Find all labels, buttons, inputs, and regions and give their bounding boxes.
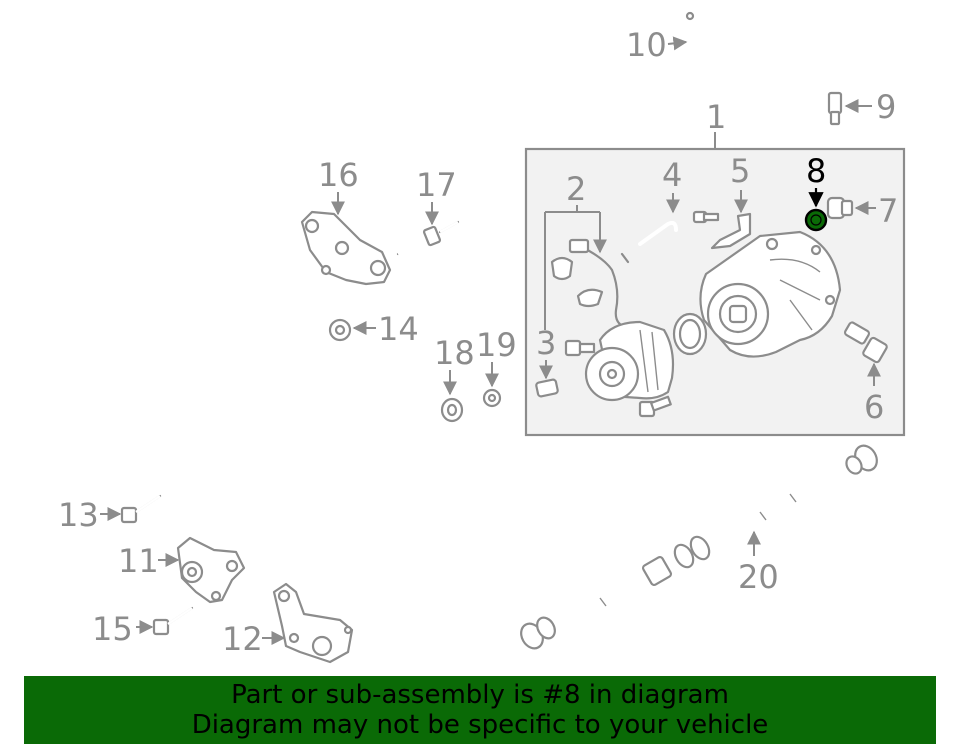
part-18-washer[interactable] — [440, 397, 464, 423]
callout-12: 12 — [222, 620, 263, 658]
part-19-nut[interactable] — [482, 388, 502, 408]
part-15-bolt[interactable] — [152, 606, 194, 636]
callout-14: 14 — [378, 310, 419, 348]
part-13-bolt[interactable] — [120, 494, 162, 524]
part-6-sensor[interactable] — [843, 321, 888, 364]
part-2-wiring-harness[interactable] — [550, 238, 632, 330]
part-16-mount-bracket[interactable] — [300, 210, 392, 286]
part-14-nut[interactable] — [328, 318, 352, 342]
info-banner: Part or sub-assembly is #8 in diagram Di… — [24, 676, 936, 744]
part-rear-drive-motor[interactable] — [584, 320, 675, 402]
callout-20: 20 — [738, 558, 779, 596]
banner-line-2: Diagram may not be specific to your vehi… — [191, 710, 769, 740]
part-4-hose[interactable] — [638, 220, 678, 246]
part-10-breather-hose[interactable] — [685, 11, 800, 139]
part-7-plug[interactable] — [826, 196, 854, 220]
part-20-propeller-shaft[interactable] — [517, 442, 881, 653]
part-9-sensor[interactable] — [827, 91, 843, 126]
callout-8: 8 — [806, 152, 826, 190]
banner-line-1: Part or sub-assembly is #8 in diagram — [231, 680, 729, 710]
callout-19: 19 — [476, 326, 517, 364]
callout-13: 13 — [58, 496, 99, 534]
callout-15: 15 — [92, 610, 133, 648]
callout-18: 18 — [434, 334, 475, 372]
part-8-seal[interactable] — [804, 208, 828, 232]
part-12-mount-bracket[interactable] — [272, 582, 354, 664]
callout-9: 9 — [876, 88, 896, 126]
callout-4: 4 — [662, 156, 682, 194]
part-5-bracket[interactable] — [692, 210, 752, 250]
part-3-bolts[interactable] — [535, 339, 672, 418]
part-differential-housing[interactable] — [699, 230, 842, 358]
callout-6: 6 — [864, 388, 884, 426]
callout-2: 2 — [566, 170, 586, 208]
part-11-bushing-bracket[interactable] — [176, 536, 246, 604]
part-gasket-ring[interactable] — [672, 312, 708, 356]
callout-10: 10 — [626, 26, 667, 64]
callout-17: 17 — [416, 166, 457, 204]
part-17-stud[interactable] — [396, 220, 460, 256]
callout-5: 5 — [730, 152, 750, 190]
callout-11: 11 — [118, 542, 159, 580]
callout-16: 16 — [318, 156, 359, 194]
callout-1: 1 — [706, 98, 726, 136]
callout-7: 7 — [878, 192, 898, 230]
callout-3: 3 — [536, 324, 556, 362]
